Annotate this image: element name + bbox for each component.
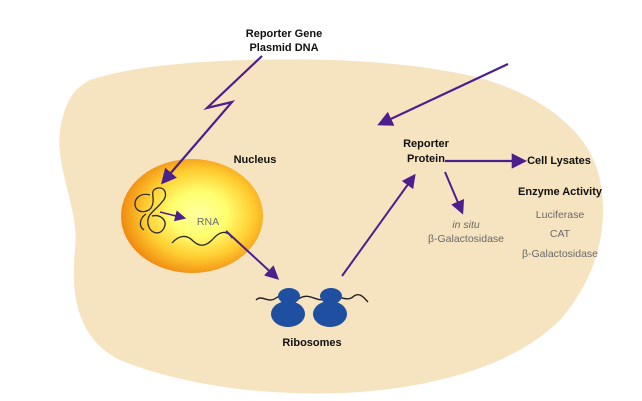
label-beta-gal-assay: β-Galactosidase bbox=[522, 248, 598, 260]
mrna-strand bbox=[255, 293, 369, 303]
ribosome-to-protein-arrow bbox=[341, 173, 416, 277]
label-luciferase: Luciferase bbox=[536, 209, 585, 221]
label-in-situ: in situ bbox=[452, 219, 480, 231]
label-protein: Protein bbox=[407, 153, 445, 165]
rna-strand bbox=[171, 231, 233, 246]
label-reporter-gene: Reporter Gene bbox=[246, 28, 322, 40]
label-cell-lysates: Cell Lysates bbox=[527, 155, 591, 167]
label-enzyme-activity: Enzyme Activity bbox=[518, 186, 603, 198]
transcription-arrow bbox=[159, 210, 187, 222]
label-plasmid-dna: Plasmid DNA bbox=[249, 42, 318, 54]
nucleus bbox=[121, 159, 263, 273]
ribosome-left bbox=[271, 288, 305, 327]
label-reporter: Reporter bbox=[403, 138, 450, 150]
label-ribosomes: Ribosomes bbox=[282, 337, 341, 349]
ribosome-right bbox=[313, 288, 347, 327]
plasmid-arrow bbox=[160, 55, 263, 185]
label-beta-gal-insitu: β-Galactosidase bbox=[428, 233, 504, 245]
cell-body bbox=[59, 59, 604, 394]
label-nucleus: Nucleus bbox=[234, 154, 277, 166]
label-rna: RNA bbox=[197, 216, 219, 228]
chromatin bbox=[134, 187, 167, 234]
chromatin-tail bbox=[139, 213, 147, 231]
entry-arrow bbox=[377, 63, 509, 126]
rna-to-ribosome-arrow bbox=[225, 230, 280, 280]
label-cat: CAT bbox=[550, 228, 571, 240]
protein-to-insitu-arrow bbox=[444, 171, 465, 215]
